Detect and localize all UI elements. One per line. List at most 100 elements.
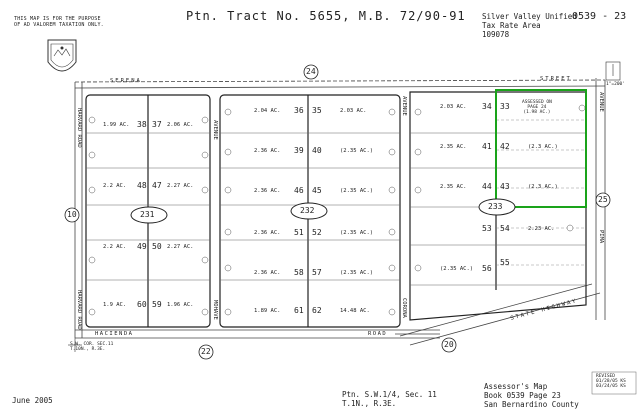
- assessor-line3: San Bernardino County: [484, 400, 579, 409]
- acreage-49: 2.2 AC.: [103, 244, 127, 250]
- acreage-44: 2.35 AC.: [440, 184, 467, 190]
- assessor-map-info: Assessor's Map Book 0539 Page 23 San Ber…: [484, 382, 579, 409]
- parcel-58: 58: [294, 268, 304, 277]
- acreage-59: 1.96 AC.: [167, 302, 194, 308]
- acreage-40: (2.35 AC.): [340, 148, 374, 154]
- acreage-37: 2.06 AC.: [167, 122, 194, 128]
- street-mohave: MOHAVE: [212, 300, 218, 320]
- parcel-59: 59: [152, 300, 162, 309]
- acreage-47: 2.27 AC.: [167, 183, 194, 189]
- purpose-note-line2: OF AD VALOREM TAXATION ONLY.: [14, 22, 104, 28]
- acreage-52: (2.35 AC.): [340, 230, 374, 236]
- acreage-54: 2.23 AC.: [528, 226, 555, 232]
- acreage-41: 2.35 AC.: [440, 144, 467, 150]
- assessor-line2: Book 0539 Page 23: [484, 391, 561, 400]
- revised-line2: 03/24/05 KS: [596, 384, 626, 389]
- circle-label-24: 24: [306, 67, 316, 76]
- parcel-49: 49: [137, 242, 147, 251]
- block-233: 233: [488, 202, 503, 211]
- acreage-45: (2.35 AC.): [340, 188, 374, 194]
- assessed-note-line1: ASSESSED ON: [522, 100, 552, 105]
- block-232: 232: [300, 206, 315, 215]
- parcel-34: 34: [482, 102, 492, 111]
- street-avenue-1: AVENUE: [212, 120, 218, 140]
- circle-label-20: 20: [444, 340, 454, 349]
- parcel-48: 48: [137, 181, 147, 190]
- revised-line1: 01/28/05 KS: [596, 379, 626, 384]
- map-title: Ptn. Tract No. 5655, M.B. 72/90-91: [186, 9, 466, 23]
- street-top: STREET: [540, 76, 572, 82]
- circle-label-25: 25: [598, 195, 608, 204]
- section-line2: T.1N., R.3E.: [342, 399, 397, 408]
- circle-label-10: 10: [67, 210, 77, 219]
- acreage-48: 2.2 AC.: [103, 183, 127, 189]
- parcel-42: 42: [500, 142, 510, 151]
- street-pima: PIMA: [598, 230, 604, 244]
- county-seal-icon: [47, 39, 77, 72]
- parcel-43: 43: [500, 182, 510, 191]
- section-line1: Ptn. S.W.1/4, Sec. 11: [342, 390, 437, 399]
- revised-label: REVISED: [596, 374, 615, 379]
- district-info: Silver Valley Unified Tax Rate Area 1090…: [482, 12, 577, 39]
- corner-note-line2: T.10N., R.3E.: [70, 347, 106, 352]
- street-serena: SERENA: [110, 78, 142, 84]
- district-line3: 109078: [482, 30, 510, 39]
- street-avenue-2: AVENUE: [401, 96, 407, 116]
- parcel-36: 36: [294, 106, 304, 115]
- acreage-36: 2.04 AC.: [254, 108, 281, 114]
- revised-info: REVISED 01/28/05 KS 03/24/05 KS: [596, 374, 626, 389]
- scale-label: 1"=200': [606, 82, 625, 87]
- parcel-47: 47: [152, 181, 162, 190]
- parcel-50: 50: [152, 242, 162, 251]
- revised-box: [591, 371, 637, 395]
- acreage-34: 2.03 AC.: [440, 104, 467, 110]
- parcel-55: 55: [500, 258, 510, 267]
- acreage-33: (1.98 AC.): [523, 110, 551, 115]
- book-page-number: 0539 - 23: [572, 11, 627, 22]
- section-info: Ptn. S.W.1/4, Sec. 11 T.1N., R.3E.: [342, 390, 437, 408]
- acreage-57: (2.35 AC.): [340, 270, 374, 276]
- parcel-39: 39: [294, 146, 304, 155]
- parcel-62: 62: [312, 306, 322, 315]
- acreage-42: (2.3 AC.): [528, 144, 558, 150]
- parcel-35: 35: [312, 106, 322, 115]
- acreage-43: (2.3 AC.): [528, 184, 558, 190]
- parcel-54: 54: [500, 224, 510, 233]
- block-231: 231: [140, 210, 155, 219]
- acreage-38: 1.99 AC.: [103, 122, 130, 128]
- parcel-51: 51: [294, 228, 304, 237]
- parcel-60: 60: [137, 300, 147, 309]
- parcel-40: 40: [312, 146, 322, 155]
- street-corona: CORONA: [401, 298, 407, 318]
- parcel-61: 61: [294, 306, 304, 315]
- assessed-note: ASSESSED ON PAGE 24 (1.98 AC.): [522, 100, 552, 115]
- parcel-37: 37: [152, 120, 162, 129]
- street-harvard-road-top: HARVARD ROAD: [76, 108, 82, 148]
- corner-note-line1: S.W. COR. SEC.11: [70, 342, 114, 347]
- parcel-46: 46: [294, 186, 304, 195]
- acreage-50: 2.27 AC.: [167, 244, 194, 250]
- acreage-51: 2.36 AC.: [254, 230, 281, 236]
- assessor-line1: Assessor's Map: [484, 382, 548, 391]
- street-road: ROAD: [368, 331, 388, 337]
- street-hacienda: HACIENDA: [95, 331, 134, 337]
- corner-note: S.W. COR. SEC.11 T.10N., R.3E.: [70, 342, 113, 352]
- street-avenue-right: AVENUE: [598, 92, 604, 112]
- parcel-53: 53: [482, 224, 492, 233]
- parcel-45: 45: [312, 186, 322, 195]
- parcel-38: 38: [137, 120, 147, 129]
- parcel-33: 33: [500, 102, 510, 111]
- assessed-note-line2: PAGE 24: [527, 105, 547, 110]
- acreage-62: 14.48 AC.: [340, 308, 370, 314]
- acreage-58: 2.36 AC.: [254, 270, 281, 276]
- district-line2: Tax Rate Area: [482, 21, 541, 30]
- parcel-52: 52: [312, 228, 322, 237]
- parcel-56: 56: [482, 264, 492, 273]
- map-date: June 2005: [12, 396, 53, 405]
- circle-label-22: 22: [201, 347, 211, 356]
- district-line1: Silver Valley Unified: [482, 12, 577, 21]
- acreage-61: 1.89 AC.: [254, 308, 281, 314]
- acreage-60: 1.9 AC.: [103, 302, 127, 308]
- highlight-boundary: [495, 89, 587, 208]
- purpose-note-line1: THIS MAP IS FOR THE PURPOSE: [14, 16, 101, 22]
